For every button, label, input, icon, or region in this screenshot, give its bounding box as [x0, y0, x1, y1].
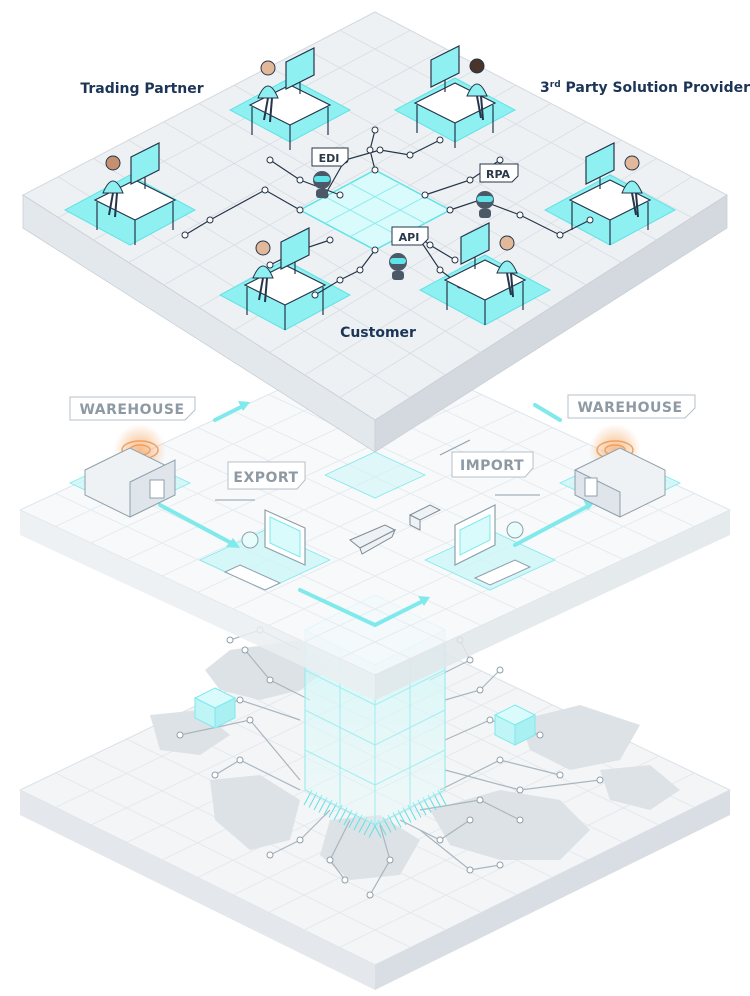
- edi-label: EDI: [319, 152, 340, 165]
- customer-label: Customer: [340, 325, 416, 341]
- middle-connections: [215, 439, 540, 501]
- robot-icon-api: [389, 253, 407, 280]
- workstation-6: [443, 222, 527, 325]
- flow-arrows: [158, 403, 592, 628]
- workstation-3: [93, 142, 177, 245]
- top-layer: EDI RPA API Trading Partner 3rd Party So…: [22, 11, 750, 453]
- workstation-4: [568, 142, 652, 245]
- robot-icon-rpa: [476, 191, 494, 218]
- export-tag: EXPORT: [227, 461, 306, 490]
- bottom-slab-right-side: [375, 790, 730, 990]
- rpa-tag: RPA: [479, 163, 519, 183]
- api-tag: API: [391, 226, 429, 246]
- import-label: IMPORT: [460, 458, 524, 474]
- import-monitor: [454, 504, 532, 586]
- bottom-slab-left-side: [20, 790, 375, 990]
- truck-icon: [408, 504, 442, 531]
- rpa-label: RPA: [486, 168, 511, 181]
- warehouse-building-right: [574, 424, 666, 518]
- warehouse-left-label: WAREHOUSE: [79, 402, 184, 418]
- data-cube-left: [193, 687, 237, 729]
- circuit-nodes: [176, 626, 604, 899]
- export-monitor: [223, 509, 306, 591]
- middle-slab-left-side: [20, 510, 375, 700]
- third-party-label: 3rd Party Solution Provider: [540, 80, 750, 96]
- cargo-ship-icon: [349, 524, 397, 555]
- data-cube-right: [493, 704, 537, 746]
- edi-tag: EDI: [311, 147, 349, 167]
- top-slab-right-side: [374, 194, 728, 453]
- workstation-5: [243, 227, 327, 330]
- middle-slab-right-side: [375, 510, 730, 700]
- export-label: EXPORT: [233, 470, 298, 486]
- api-label: API: [399, 231, 420, 244]
- workstations: [93, 45, 652, 330]
- middle-layer: WAREHOUSE WAREHOUSE EXPORT IMPORT: [18, 344, 732, 700]
- trading-partner-label: Trading Partner: [80, 81, 203, 97]
- workstation-1: [248, 47, 332, 150]
- warehouse-left-tag: WAREHOUSE: [69, 396, 196, 421]
- import-tag: IMPORT: [451, 451, 534, 478]
- warehouse-building-left: [84, 424, 176, 518]
- workstation-2: [413, 45, 497, 148]
- warehouse-right-tag: WAREHOUSE: [567, 394, 696, 419]
- robot-icon-edi: [313, 171, 331, 198]
- warehouse-right-label: WAREHOUSE: [577, 400, 682, 416]
